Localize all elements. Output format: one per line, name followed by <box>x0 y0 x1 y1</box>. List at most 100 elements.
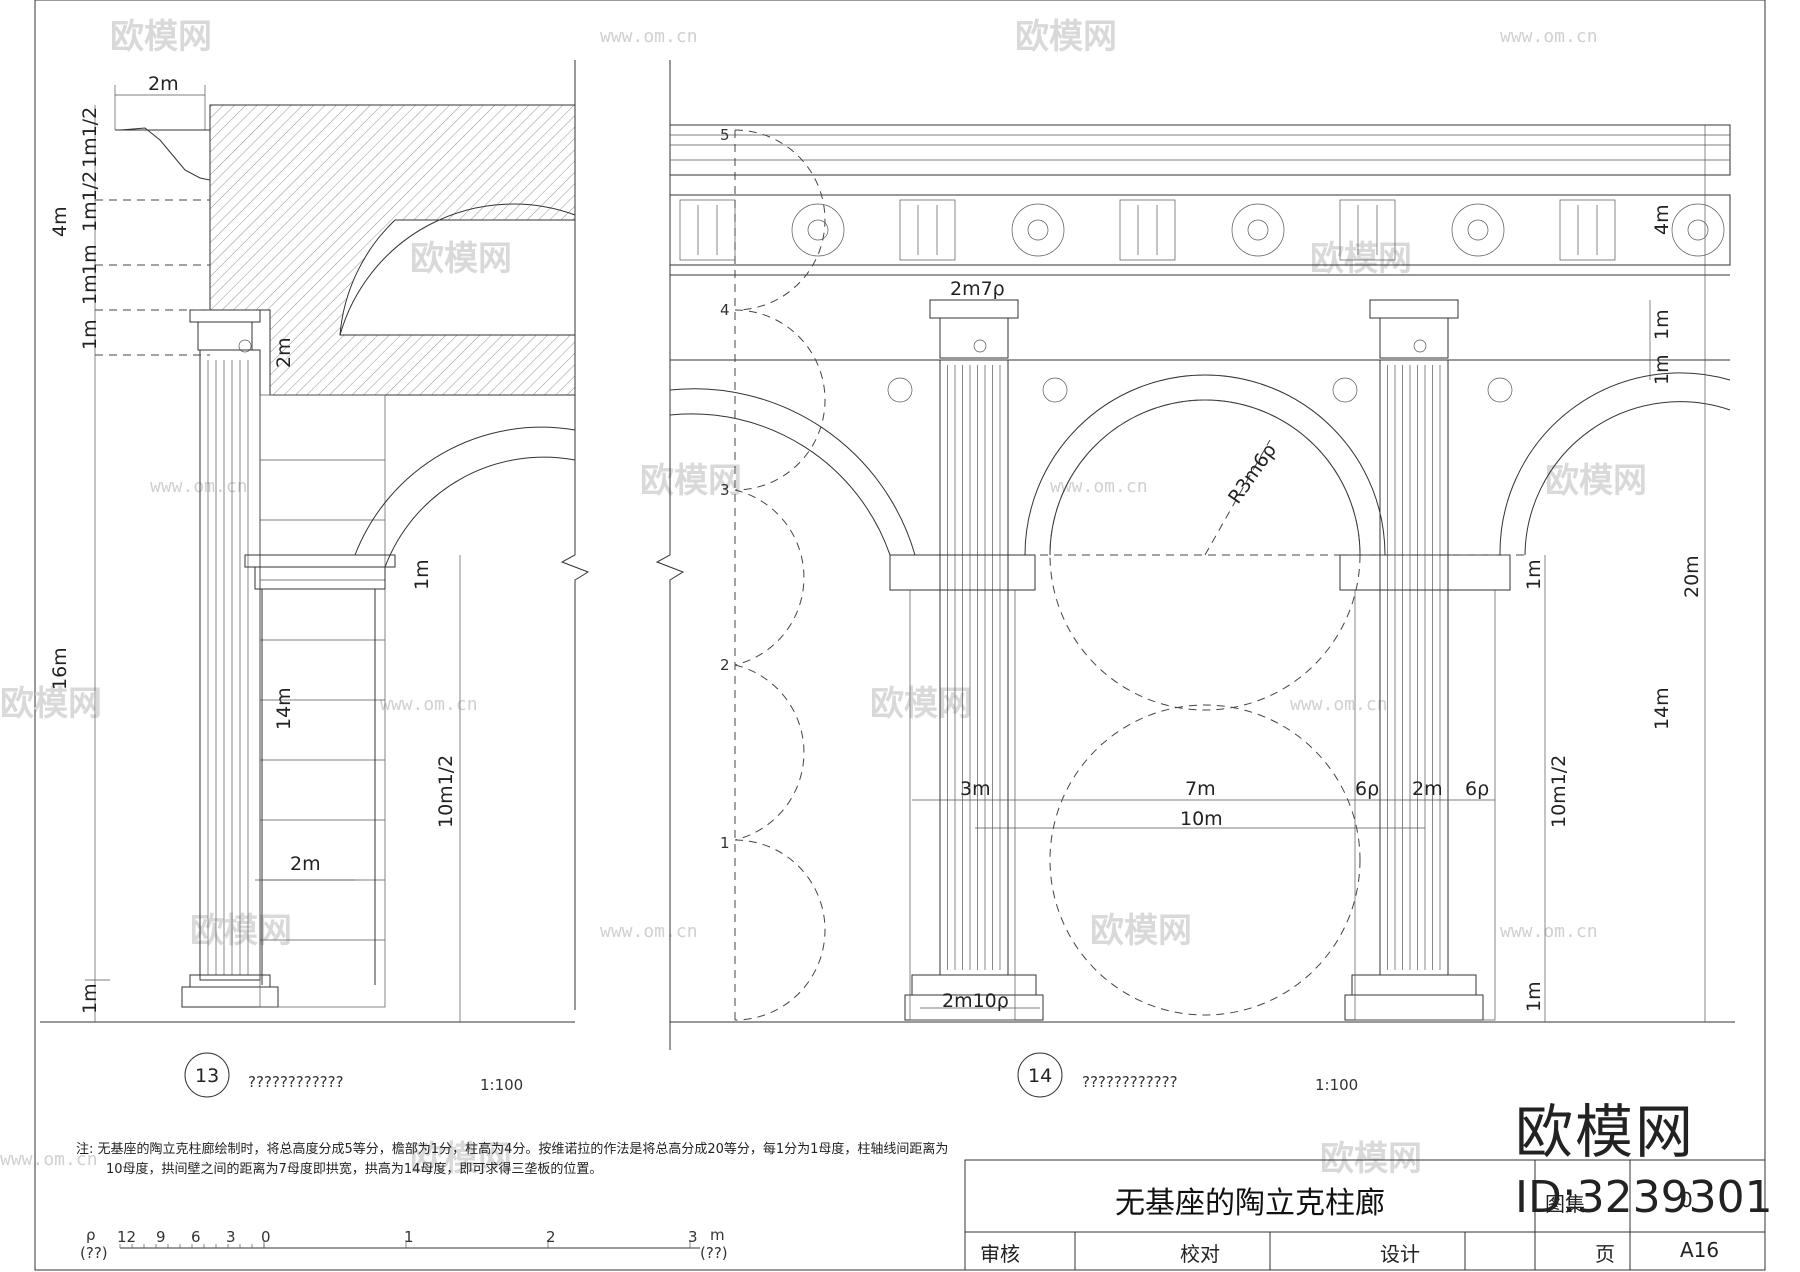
dim-2m7p: 2m7ρ <box>950 278 1005 300</box>
note-line: 10母度，拱间壁之间的距离为7母度即拱宽，拱高为14母度，即可求得三垄板的位置。 <box>106 1162 603 1177</box>
fluted-column <box>199 349 261 981</box>
dim-1m: 1m <box>79 244 101 275</box>
dim-1m: 1m <box>79 983 101 1014</box>
watermark-brand: 欧模网 <box>110 17 212 57</box>
metope-disc <box>1011 203 1065 257</box>
dim-14m: 14m <box>1651 687 1673 730</box>
upper-arch-line <box>339 203 576 336</box>
watermark-url: www.om.cn <box>1290 694 1388 715</box>
triglyph <box>1119 199 1176 261</box>
triglyph <box>679 199 736 261</box>
note-line: 无基座的陶立克柱廊绘制时，将总高度分成5等分，檐部为1分，柱高为4分。按维诺拉的… <box>97 1142 949 1157</box>
watermark-brand: 欧模网 <box>1545 461 1647 501</box>
triglyphs <box>679 199 1725 261</box>
pier-wall <box>259 394 386 1008</box>
dim-1m-half: 1m1/2 <box>79 107 101 168</box>
dim-2m10p: 2m10ρ <box>942 990 1009 1012</box>
triglyph <box>1339 199 1396 261</box>
watermark-url: www.om.cn <box>1500 921 1598 942</box>
rosette-icon <box>887 377 913 403</box>
page-label: 页 <box>1595 1242 1615 1266</box>
cornice-profile <box>119 127 211 310</box>
drawing-number: 13 <box>195 1065 219 1087</box>
scale-m-unit: (??) <box>700 1244 728 1262</box>
dim-2m: 2m <box>290 853 321 875</box>
watermark-brand: 欧模网 <box>410 239 512 279</box>
impost-block <box>889 554 1036 591</box>
rosette-icon <box>1042 377 1068 403</box>
watermark-url: www.om.cn <box>1500 26 1598 47</box>
section-drawing-13: 2m 4m 1m1/2 1m1/2 1m 1m 1m 16m 2m 1m 14m… <box>40 60 590 1098</box>
watermark-url: www.om.cn <box>150 476 248 497</box>
scale-tick-label: 3 <box>688 1228 698 1246</box>
dim-1m: 1m <box>1523 559 1545 590</box>
watermark-brand: 欧模网 <box>190 911 292 951</box>
brand-logo: 欧模网 <box>1515 1098 1696 1166</box>
drawing-caption: ???????????? <box>1082 1073 1178 1091</box>
dim-10m-half: 10m1/2 <box>435 755 457 828</box>
watermark-url: www.om.cn <box>1050 476 1148 497</box>
rosette-icon <box>1413 339 1427 353</box>
elevation-drawing-14: 5 4 3 2 1 2m7ρ R3m6ρ 3m 7m 6ρ 2m 6ρ 10m … <box>655 60 1735 1098</box>
dim-1m: 1m <box>1651 309 1673 340</box>
drawing-scale: 1:100 <box>1315 1076 1358 1094</box>
cornice <box>669 124 1731 176</box>
dim-1m: 1m <box>1651 354 1673 385</box>
rosette-icon <box>238 339 252 353</box>
column-base <box>181 986 279 1008</box>
drawing-scale: 1:100 <box>480 1076 523 1094</box>
dim-20m: 20m <box>1681 555 1703 598</box>
capital-abacus <box>189 309 261 323</box>
module-mark: 3 <box>720 481 730 499</box>
drawing-number-badge <box>184 1052 230 1098</box>
atlas-value: 0 <box>1680 1188 1693 1212</box>
watermark-url: www.om.cn <box>600 921 698 942</box>
rosette-icon <box>973 339 987 353</box>
dim-7m: 7m <box>1185 778 1216 800</box>
watermark-url: www.om.cn <box>600 26 698 47</box>
dim-top-width: 2m <box>148 73 179 95</box>
metope-disc <box>1451 203 1505 257</box>
frieze <box>669 194 1731 266</box>
design-label: 设计 <box>1380 1242 1420 1266</box>
drawing-number: 14 <box>1028 1065 1052 1087</box>
check-label: 校对 <box>1180 1242 1220 1266</box>
dim-1m: 1m <box>79 319 101 350</box>
column-base <box>1351 974 1477 996</box>
impost-block <box>244 554 396 568</box>
watermark-brand: 欧模网 <box>1310 239 1412 279</box>
dim-14m: 14m <box>273 687 295 730</box>
dim-1m: 1m <box>79 274 101 305</box>
drawing-title: 无基座的陶立克柱廊 <box>1115 1186 1385 1221</box>
drawing-caption: ???????????? <box>248 1073 344 1091</box>
dim-10m: 10m <box>1180 808 1223 830</box>
scale-bar: ρ (??) m (??) 12 9 6 3 0 1 2 3 <box>80 1226 728 1262</box>
dim-6p: 6ρ <box>1465 778 1489 800</box>
watermark-brand: 欧模网 <box>640 461 742 501</box>
dim-1m-half: 1m1/2 <box>79 171 101 232</box>
scale-rho: ρ <box>86 1226 96 1244</box>
dim-2m: 2m <box>273 337 295 368</box>
note-block: 注: 无基座的陶立克柱廊绘制时，将总高度分成5等分，檐部为1分，柱高为4分。按维… <box>76 1140 956 1180</box>
column-capital <box>929 299 1019 319</box>
rosette-icon <box>1332 377 1358 403</box>
dim-3m: 3m <box>960 778 991 800</box>
watermark-url: www.om.cn <box>380 694 478 715</box>
scale-tick-label: 2 <box>546 1228 556 1246</box>
watermark-url: www.om.cn <box>0 1149 98 1170</box>
dim-16m: 16m <box>49 647 71 690</box>
scale-tick-label: 12 <box>117 1228 136 1246</box>
dim-radius: R3m6ρ <box>1224 440 1281 508</box>
voussoir-arch <box>354 426 576 556</box>
watermark-brand: 欧模网 <box>1015 17 1117 57</box>
watermark-brand: 欧模网 <box>1320 1139 1422 1179</box>
rosette-icon <box>1487 377 1513 403</box>
brand-id: ID:3239301 <box>1515 1172 1773 1223</box>
fluted-column-right <box>1379 359 1449 976</box>
module-mark: 2 <box>720 656 730 674</box>
dim-6p: 6ρ <box>1355 778 1379 800</box>
watermark-brand: 欧模网 <box>0 684 102 724</box>
hatched-entablature <box>209 104 576 396</box>
dim-4m: 4m <box>49 206 71 237</box>
